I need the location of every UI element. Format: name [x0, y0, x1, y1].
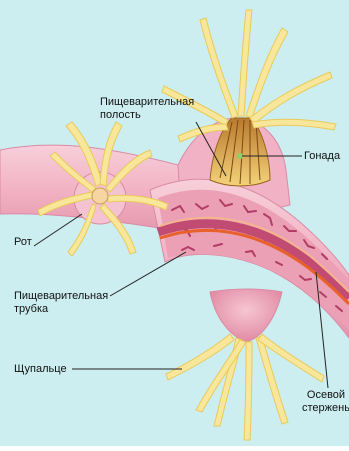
label-digestive-cavity: Пищеварительная полость [100, 96, 194, 122]
label-digestive-cavity-line2: полость [100, 109, 194, 122]
label-mouth: Рот [14, 236, 32, 249]
label-tentacle: Щупальце [14, 363, 67, 376]
label-digestive-tube: Пищеварительная трубка [14, 290, 108, 316]
label-digestive-tube-line2: трубка [14, 303, 108, 316]
label-axial-rod-line2: стержень [302, 402, 349, 415]
label-digestive-tube-line1: Пищеварительная [14, 290, 108, 303]
label-axial-rod: Осевой стержень [302, 389, 349, 415]
mouth-opening [92, 188, 108, 204]
label-digestive-cavity-line1: Пищеварительная [100, 96, 194, 109]
label-gonad: Гонада [304, 150, 340, 163]
label-axial-rod-line1: Осевой [302, 389, 349, 402]
